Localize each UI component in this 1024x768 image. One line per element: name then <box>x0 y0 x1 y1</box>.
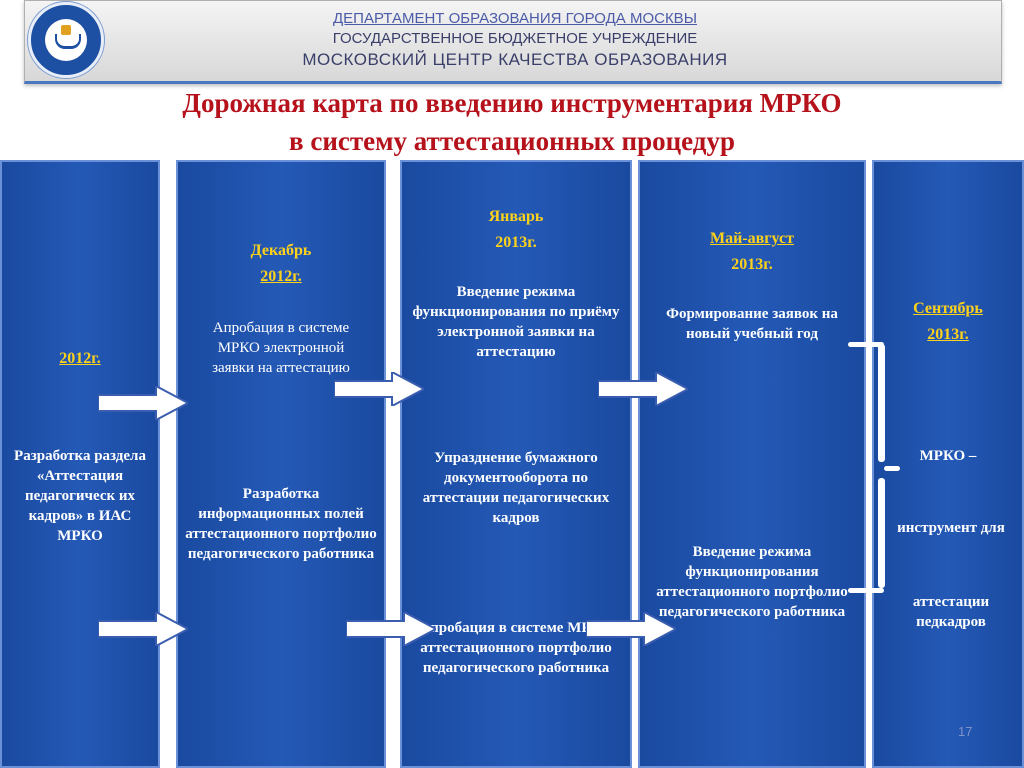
book-icon <box>55 34 81 49</box>
arrow-right-icon <box>598 372 688 406</box>
column5-text3: аттестации педкадров <box>912 594 990 630</box>
column4-text1: Формирование заявок на новый учебный год <box>666 306 838 342</box>
column-2012 <box>0 160 160 768</box>
column5-text2: инструмент для <box>897 520 1005 536</box>
column1-text: Разработка раздела «Аттестация педагогич… <box>14 448 146 544</box>
institution-name: МОСКОВСКИЙ ЦЕНТР КАЧЕСТВА ОБРАЗОВАНИЯ <box>302 50 728 69</box>
department-link[interactable]: ДЕПАРТАМЕНТ ОБРАЗОВАНИЯ ГОРОДА МОСКВЫ <box>333 10 697 27</box>
page-number: 17 <box>958 724 973 739</box>
column2-text1: Апробация в системе МРКО электронной зая… <box>212 320 350 376</box>
brace-bottom-tip <box>848 588 884 593</box>
date-december-month: Декабрь <box>250 242 312 259</box>
brace-lower <box>878 478 885 588</box>
column3-text2: Упразднение бумажного документооборота п… <box>422 450 610 526</box>
logo-center <box>45 19 87 61</box>
column-september-2013 <box>872 160 1024 768</box>
slide-title-line1: Дорожная карта по введению инструментари… <box>182 88 842 118</box>
column-may-august-2013 <box>638 160 866 768</box>
brace-upper <box>878 344 885 462</box>
column-december-2012 <box>176 160 386 768</box>
column2-text2: Разработка информационных полей аттестац… <box>185 486 377 562</box>
date-january-month: Январь <box>488 208 544 225</box>
arrow-right-icon <box>346 612 436 646</box>
arrow-right-icon <box>98 612 188 646</box>
arrow-right-icon <box>334 372 424 406</box>
arrow-right-icon <box>586 612 676 646</box>
column4-text2: Введение режима функционирования аттеста… <box>656 544 848 620</box>
brace-top-tip <box>848 342 884 347</box>
date-september-year: 2013г. <box>927 326 969 343</box>
date-september-month: Сентябрь <box>913 300 983 317</box>
organization-logo <box>28 2 104 78</box>
date-december-year: 2012г. <box>260 268 302 285</box>
date-may-august-year: 2013г. <box>731 256 773 273</box>
header-band <box>24 0 1002 84</box>
logo-emblem-icon <box>61 25 71 35</box>
column3-text3: Апробация в системе МРКО аттестационного… <box>419 620 613 676</box>
arrow-right-icon <box>98 386 188 420</box>
column5-text1: МРКО – <box>919 448 977 464</box>
date-2012: 2012г. <box>59 350 101 367</box>
column-january-2013 <box>400 160 632 768</box>
date-january-year: 2013г. <box>495 234 537 251</box>
slide-title-line2: в систему аттестационных процедур <box>289 126 735 156</box>
institution-type: ГОСУДАРСТВЕННОЕ БЮДЖЕТНОЕ УЧРЕЖДЕНИЕ <box>332 30 698 47</box>
brace-middle-point <box>884 466 900 471</box>
date-may-august-months: Май-август <box>709 230 795 247</box>
column3-text1: Введение режима функционирования по приё… <box>412 284 620 360</box>
